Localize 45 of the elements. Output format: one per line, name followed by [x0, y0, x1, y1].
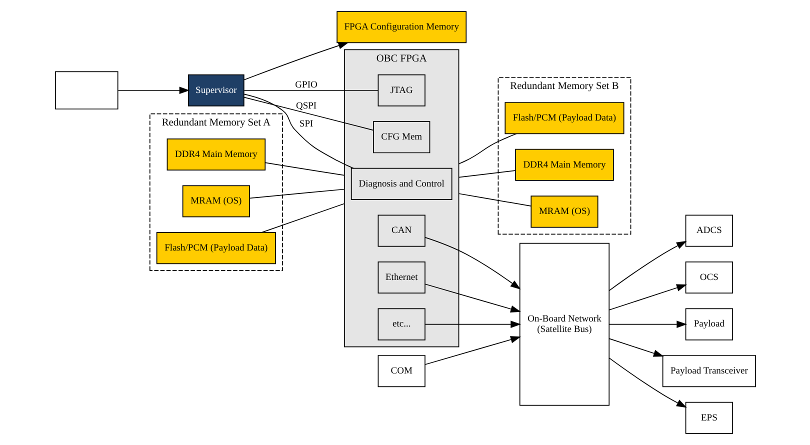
connector [264, 162, 344, 176]
node-box: EPS [684, 402, 732, 434]
connector [458, 133, 516, 164]
node-box: FPGA Configuration Memory [336, 11, 466, 44]
arrow [608, 338, 664, 357]
connector [248, 188, 344, 199]
connector [243, 94, 354, 169]
node-box [54, 71, 118, 110]
arrow [424, 284, 520, 313]
node-box: OCS [684, 261, 732, 294]
node-box: CFG Mem [372, 121, 430, 154]
connector [458, 170, 516, 178]
node-box: MRAM (OS) [530, 196, 598, 228]
edge-label: QSPI [295, 101, 316, 112]
node-box: JTAG [377, 74, 425, 106]
node-box: ADCS [684, 214, 732, 247]
arrow [608, 284, 686, 310]
arrow [608, 320, 687, 328]
node-box: CAN [377, 214, 425, 247]
connector [458, 193, 531, 206]
node-box: Supervisor [188, 74, 244, 106]
arrow [424, 320, 521, 328]
edge-label: GPIO [294, 80, 317, 91]
node-box: DDR4 Main Memory [166, 138, 266, 171]
connector [243, 90, 378, 91]
arrow [424, 336, 520, 365]
node-box: Ethernet [377, 261, 425, 294]
node-box: Flash/PCM (Payload Data) [504, 102, 624, 134]
arrow [424, 236, 520, 290]
arrow [608, 240, 686, 291]
arrow [117, 86, 190, 94]
node-box: Payload Transceiver [662, 355, 756, 388]
node-box: COM [377, 355, 425, 388]
arrow [608, 358, 686, 408]
node-box: Flash/PCM (Payload Data) [156, 232, 276, 264]
node-box: DDR4 Main Memory [514, 148, 614, 181]
node-box: MRAM (OS) [182, 185, 250, 218]
connector [260, 203, 344, 233]
connector [243, 96, 374, 131]
arrow [243, 42, 348, 80]
edge-label: SPI [298, 120, 313, 130]
node-box: etc... [377, 308, 425, 340]
node-box: Diagnosis and Control [350, 168, 452, 200]
node-box: On-Board Network (Satellite Bus) [518, 242, 610, 406]
node-box: Payload [684, 308, 732, 340]
